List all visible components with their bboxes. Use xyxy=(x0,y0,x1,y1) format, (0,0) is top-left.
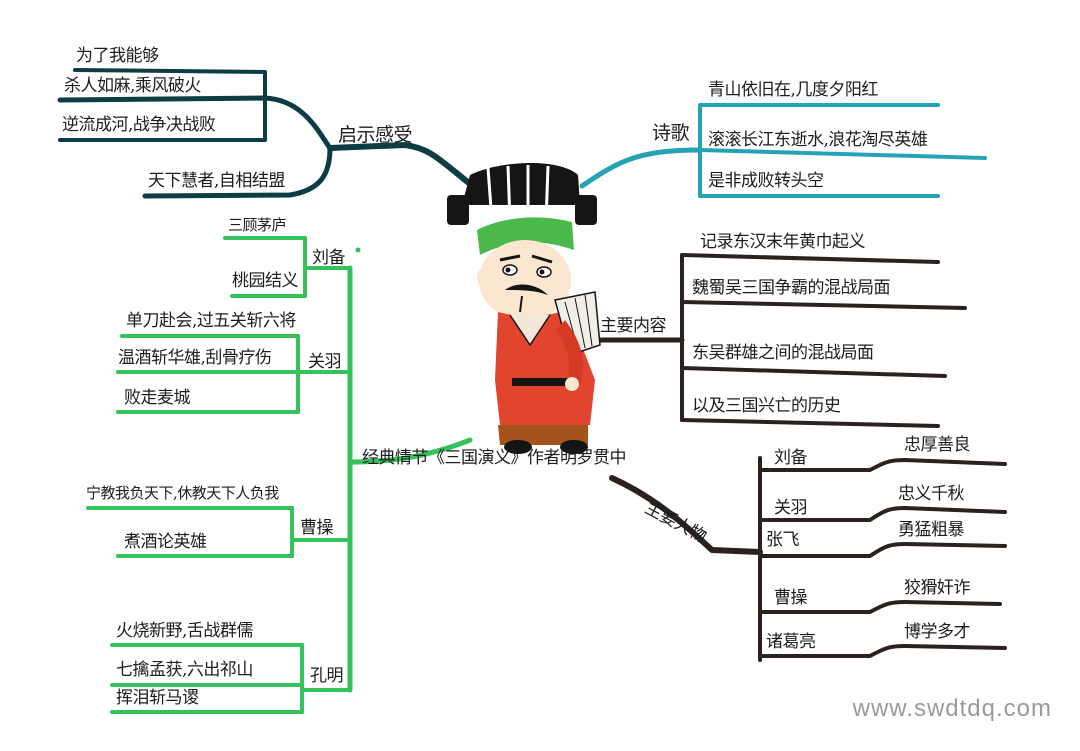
character-trait-2: 忠义千秋 xyxy=(898,484,965,504)
branch-poem-lines xyxy=(579,103,987,198)
character-name-3: 张飞 xyxy=(766,530,800,550)
watermark: www.swdtdq.com xyxy=(852,695,1052,722)
branch-inspiration-title: 启示感受 xyxy=(338,124,413,146)
inspiration-item-3: 逆流成河,战争决战败 xyxy=(62,115,216,135)
plot-group-name-3: 曹操 xyxy=(300,518,334,538)
branch-content-lines xyxy=(585,253,967,428)
branch-inspiration-lines xyxy=(57,68,478,199)
branch-content-title: 主要内容 xyxy=(600,316,667,336)
character-name-2: 关羽 xyxy=(774,498,808,518)
content-item-1: 记录东汉末年黄巾起义 xyxy=(700,232,866,252)
plot-group-name-4: 孔明 xyxy=(310,666,344,686)
plot-item-1-2: 桃园结义 xyxy=(232,271,299,291)
poem-item-2: 滚滚长江东逝水,浪花淘尽英雄 xyxy=(708,130,928,150)
character-name-5: 诸葛亮 xyxy=(766,632,816,652)
scholar-figure-icon xyxy=(447,162,601,454)
plot-group-name-1: 刘备 xyxy=(312,248,346,268)
content-item-3: 东吴群雄之间的混战局面 xyxy=(692,343,874,363)
character-name-4: 曹操 xyxy=(774,588,808,608)
plot-item-3-2: 煮酒论英雄 xyxy=(124,532,207,552)
character-trait-5: 博学多才 xyxy=(904,622,971,642)
plot-item-3-1: 宁教我负天下,休教天下人负我 xyxy=(86,484,279,502)
plot-item-4-1: 火烧新野,舌战群儒 xyxy=(116,621,253,641)
plot-item-4-3: 挥泪斩马谡 xyxy=(116,688,199,708)
branch-characters-lines xyxy=(609,456,1007,662)
character-trait-4: 狡猾奸诈 xyxy=(904,578,971,598)
branch-plots-lines xyxy=(86,236,473,714)
poem-item-3: 是非成败转头空 xyxy=(708,171,824,191)
plot-item-4-2: 七擒孟获,六出祁山 xyxy=(116,660,253,680)
inspiration-item-4: 天下慧者,自相结盟 xyxy=(148,171,285,191)
center-title: 经典情节《三国演义》作者明罗贯中 xyxy=(362,448,627,468)
inspiration-item-1: 为了我能够 xyxy=(76,46,159,66)
content-item-4: 以及三国兴亡的历史 xyxy=(692,396,841,416)
plot-item-1-1: 三顾茅庐 xyxy=(228,216,287,234)
plot-group-name-2: 关羽 xyxy=(308,352,342,372)
inspiration-item-2: 杀人如麻,乘风破火 xyxy=(64,76,201,96)
plot-item-2-3: 败走麦城 xyxy=(124,388,191,408)
plot-item-2-1: 单刀赴会,过五关斩六将 xyxy=(126,311,296,331)
content-item-2: 魏蜀吴三国争霸的混战局面 xyxy=(692,278,891,298)
poem-item-1: 青山依旧在,几度夕阳红 xyxy=(708,80,878,100)
branch-poem-title: 诗歌 xyxy=(652,122,690,144)
character-name-1: 刘备 xyxy=(774,448,808,468)
plot-item-2-2: 温酒斩华雄,刮骨疗伤 xyxy=(118,348,272,368)
character-trait-3: 勇猛粗暴 xyxy=(898,520,965,540)
character-trait-1: 忠厚善良 xyxy=(904,435,971,455)
